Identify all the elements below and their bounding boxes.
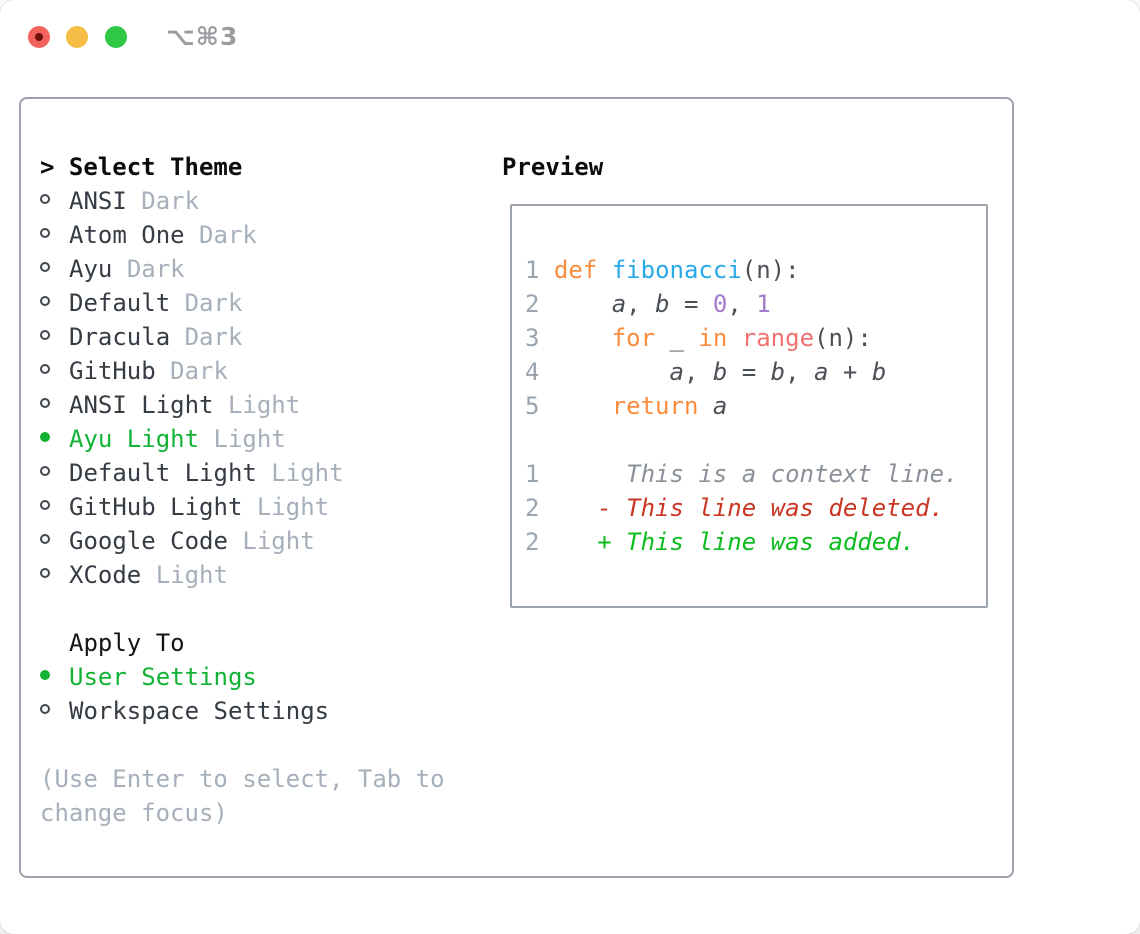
apply-option-user-settings[interactable]: User Settings bbox=[40, 660, 490, 694]
option-variant: Light bbox=[155, 561, 228, 589]
option-variant: Dark bbox=[184, 289, 243, 317]
radio-icon bbox=[40, 252, 69, 286]
theme-option-github-light[interactable]: GitHub Light Light bbox=[40, 490, 490, 524]
window-title: ⌥⌘3 bbox=[166, 22, 239, 51]
option-label: Atom One bbox=[69, 221, 185, 249]
preview-box: 1 def fibonacci(n): 2 a, b = 0, 1 3 for _ … bbox=[510, 204, 988, 608]
apply-option-workspace-settings[interactable]: Workspace Settings bbox=[40, 694, 490, 728]
select-theme-title: Select Theme bbox=[68, 153, 243, 181]
preview-line: 2 + This line was added. bbox=[525, 528, 916, 556]
preview-line: 3 for _ in range(n): bbox=[525, 324, 872, 352]
theme-option-github[interactable]: GitHub Dark bbox=[40, 354, 490, 388]
option-variant: Dark bbox=[199, 221, 257, 249]
option-label: Dracula bbox=[69, 323, 171, 351]
radio-icon bbox=[40, 490, 69, 524]
preview-line: 4 a, b = b, a + b bbox=[525, 358, 887, 386]
select-theme-header: > Select Theme bbox=[40, 150, 490, 184]
radio-icon bbox=[40, 286, 69, 320]
close-button[interactable] bbox=[28, 26, 50, 48]
radio-selected-icon bbox=[40, 660, 69, 694]
option-variant: Light bbox=[256, 493, 330, 521]
help-text-line-1: (Use Enter to select, Tab to bbox=[40, 765, 445, 793]
option-label: Default Light bbox=[69, 459, 257, 487]
radio-icon bbox=[40, 456, 69, 490]
preview-line: 5 return a bbox=[525, 392, 728, 420]
theme-option-ansi-light[interactable]: ANSI Light Light bbox=[40, 388, 490, 422]
apply-to-indent bbox=[40, 626, 69, 660]
radio-icon bbox=[40, 184, 69, 218]
option-variant: Light bbox=[213, 425, 286, 453]
theme-option-xcode[interactable]: XCode Light bbox=[40, 558, 490, 592]
apply-to-header: Apply To bbox=[40, 626, 490, 660]
option-label: Workspace Settings bbox=[69, 697, 330, 725]
theme-option-atom-one[interactable]: Atom One Dark bbox=[40, 218, 490, 252]
option-label: ANSI bbox=[69, 187, 127, 215]
theme-option-ayu-light[interactable]: Ayu Light Light bbox=[40, 422, 490, 456]
help-text-line-2: change focus) bbox=[40, 799, 228, 827]
option-label: ANSI Light bbox=[69, 391, 214, 419]
preview-line: 1 This is a context line. bbox=[525, 460, 959, 488]
radio-icon bbox=[40, 524, 69, 558]
option-variant: Dark bbox=[184, 323, 243, 351]
option-variant: Light bbox=[271, 459, 344, 487]
option-label: Ayu bbox=[69, 255, 113, 283]
option-variant: Light bbox=[227, 391, 301, 419]
option-label: Google Code bbox=[69, 527, 228, 555]
option-variant: Dark bbox=[170, 357, 228, 385]
prompt-icon: > bbox=[40, 153, 69, 181]
titlebar: ⌥⌘3 bbox=[0, 0, 1140, 72]
theme-option-dracula[interactable]: Dracula Dark bbox=[40, 320, 490, 354]
apply-to-title: Apply To bbox=[69, 629, 185, 657]
option-variant: Dark bbox=[126, 255, 185, 283]
minimize-button[interactable] bbox=[66, 26, 88, 48]
spacer bbox=[40, 728, 490, 762]
theme-option-ansi[interactable]: ANSI Dark bbox=[40, 184, 490, 218]
option-label: GitHub Light bbox=[69, 493, 243, 521]
preview-title: Preview bbox=[502, 153, 604, 181]
radio-icon bbox=[40, 218, 69, 252]
radio-icon bbox=[40, 320, 69, 354]
spacer bbox=[40, 592, 490, 626]
option-label: Ayu Light bbox=[69, 425, 200, 453]
preview-line: 2 a, b = 0, 1 bbox=[525, 290, 771, 318]
option-variant: Light bbox=[242, 527, 315, 555]
radio-selected-icon bbox=[40, 422, 69, 456]
option-label: XCode bbox=[69, 561, 142, 589]
preview-line: 2 - This line was deleted. bbox=[525, 494, 945, 522]
option-label: User Settings bbox=[69, 663, 257, 691]
theme-option-google-code[interactable]: Google Code Light bbox=[40, 524, 490, 558]
theme-option-default-light[interactable]: Default Light Light bbox=[40, 456, 490, 490]
preview-line: 1 def fibonacci(n): bbox=[525, 256, 800, 284]
theme-option-default[interactable]: Default Dark bbox=[40, 286, 490, 320]
radio-icon bbox=[40, 558, 69, 592]
theme-option-ayu[interactable]: Ayu Dark bbox=[40, 252, 490, 286]
zoom-button[interactable] bbox=[105, 26, 127, 48]
option-variant: Dark bbox=[141, 187, 200, 215]
option-label: Default bbox=[69, 289, 171, 317]
option-label: GitHub bbox=[69, 357, 156, 385]
radio-icon bbox=[40, 354, 69, 388]
radio-icon bbox=[40, 388, 69, 422]
preview-code: 1 def fibonacci(n): 2 a, b = 0, 1 3 for _ … bbox=[525, 253, 986, 559]
radio-icon bbox=[40, 694, 69, 728]
preview-line bbox=[525, 423, 986, 457]
